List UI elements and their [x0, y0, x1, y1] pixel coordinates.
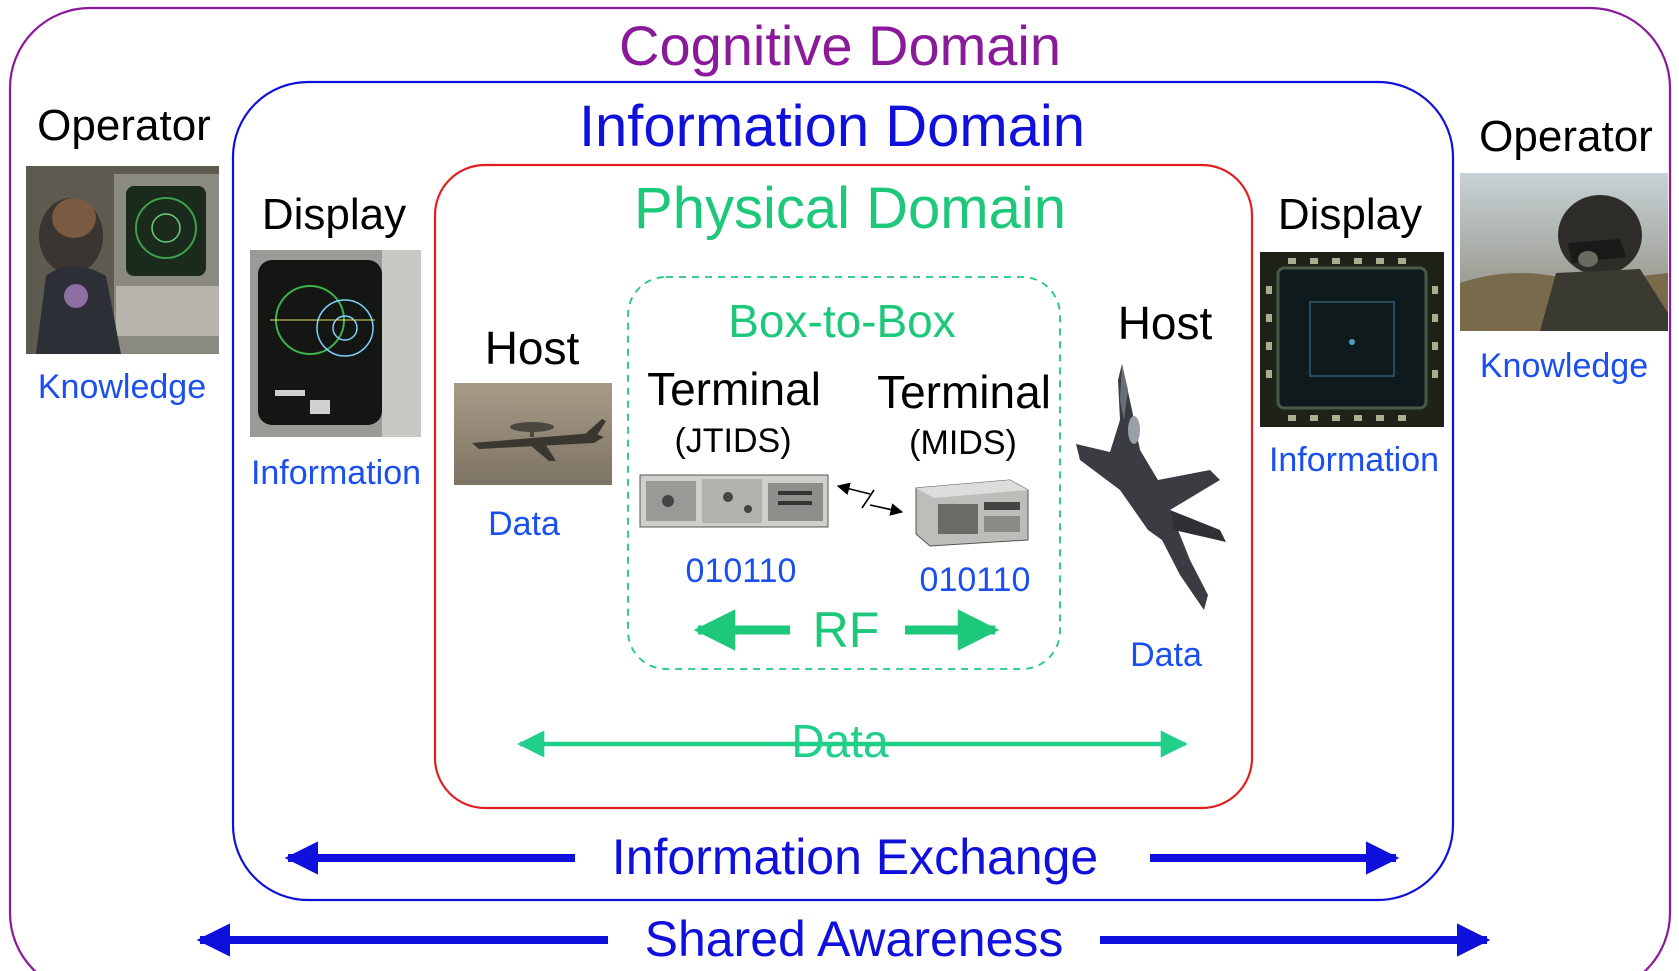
operator-left-label: Operator — [37, 101, 211, 150]
host-left-data: Data — [488, 505, 560, 543]
mids-terminal-photo-icon — [910, 470, 1032, 548]
host-left-label: Host — [484, 322, 580, 374]
radar-display-photo-icon — [250, 250, 421, 437]
box-to-box-title: Box-to-Box — [728, 295, 956, 347]
operator-left-knowledge: Knowledge — [37, 368, 207, 406]
display-right-information: Information — [1268, 441, 1440, 479]
cockpit-display-photo-icon — [1260, 252, 1444, 427]
terminal-right-label: Terminal — [877, 366, 1051, 418]
cognitive-domain-boundary — [8, 6, 1672, 971]
fighter-jet-photo-icon — [1070, 360, 1235, 620]
information-domain-boundary — [231, 80, 1455, 902]
awacs-aircraft-photo-icon — [454, 383, 612, 485]
terminal-left-type: (JTIDS) — [674, 422, 792, 460]
operator-right-knowledge: Knowledge — [1479, 347, 1649, 385]
data-arrow-label: Data — [791, 715, 889, 767]
terminal-left-label: Terminal — [647, 363, 821, 415]
operator-console-photo-icon — [26, 166, 219, 354]
host-right-data: Data — [1130, 636, 1202, 674]
terminal-link-arrow-left — [836, 482, 871, 496]
display-right-label: Display — [1277, 190, 1423, 239]
physical-domain-boundary — [433, 163, 1254, 810]
operator-right-label: Operator — [1479, 112, 1653, 161]
information-exchange-label: Information Exchange — [611, 829, 1099, 885]
terminal-link-arrow-right — [869, 503, 904, 516]
shared-awareness-label: Shared Awareness — [644, 911, 1064, 967]
display-left-label: Display — [261, 190, 407, 239]
terminal-right-type: (MIDS) — [909, 424, 1017, 462]
display-left-information: Information — [250, 454, 422, 492]
physical-domain-title: Physical Domain — [634, 176, 1066, 241]
cognitive-domain-title: Cognitive Domain — [619, 14, 1061, 77]
terminal-right-bits: 010110 — [919, 561, 1031, 599]
information-domain-title: Information Domain — [578, 94, 1086, 159]
terminal-link-slash — [861, 489, 875, 509]
terminal-left-bits: 010110 — [685, 552, 797, 590]
pilot-photo-icon — [1460, 173, 1668, 331]
box-to-box-boundary — [627, 276, 1061, 670]
rf-label: RF — [812, 602, 880, 658]
jtids-terminal-photo-icon — [638, 467, 831, 537]
host-right-label: Host — [1117, 297, 1213, 349]
